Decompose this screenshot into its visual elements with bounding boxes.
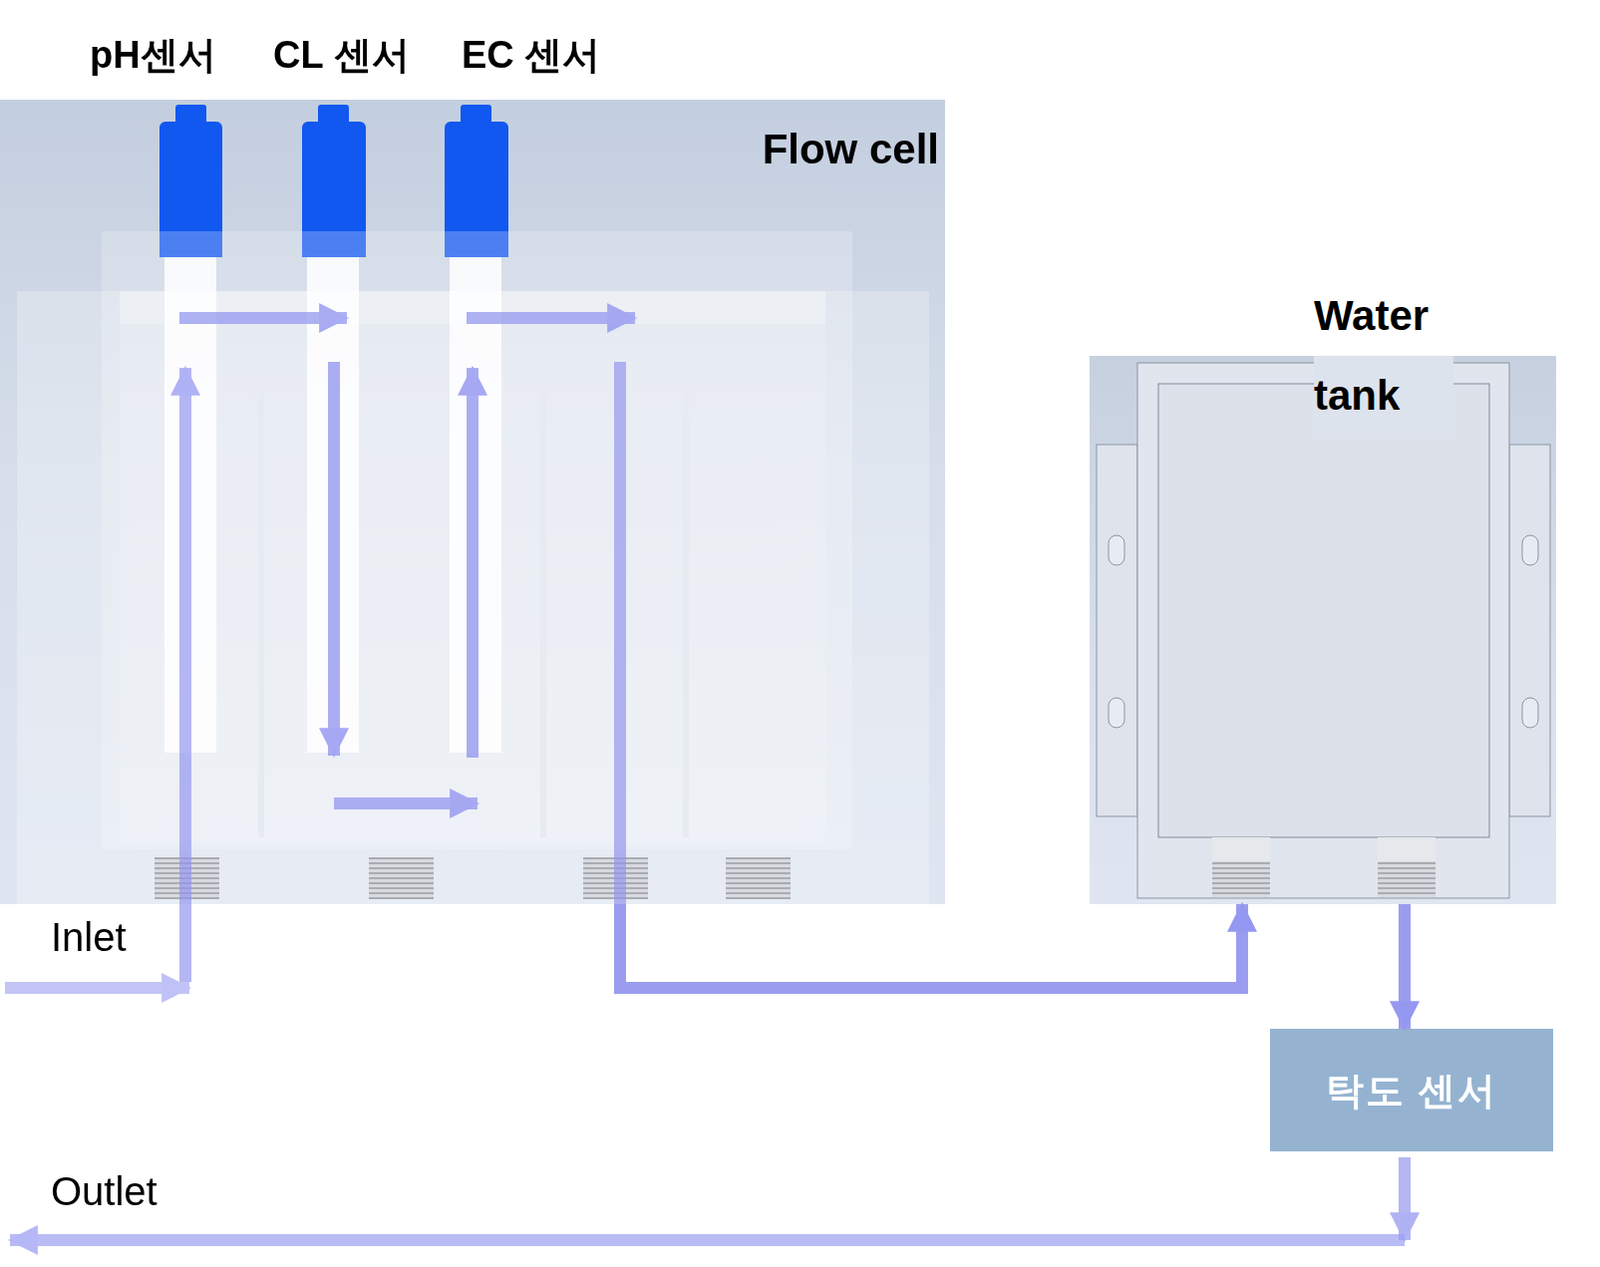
inlet-label: Inlet bbox=[50, 897, 129, 977]
sensor-label: CL 센서 bbox=[273, 31, 410, 78]
flow-cell-housing bbox=[16, 231, 930, 905]
sensor-label: pH센서 bbox=[89, 31, 217, 78]
water-tank-text: Water tank bbox=[1313, 276, 1454, 436]
flow-connector bbox=[620, 904, 1243, 988]
flow-connector bbox=[1398, 904, 1411, 1029]
water-tank-body bbox=[1096, 362, 1551, 899]
turbidity-sensor: 탁도 센서 bbox=[1270, 1028, 1554, 1152]
sensor-label: EC 센서 bbox=[461, 31, 601, 78]
turbidity-sensor-text: 탁도 센서 bbox=[1325, 1067, 1499, 1114]
flow-arrows bbox=[4, 318, 1405, 1241]
sensor-probes bbox=[159, 104, 509, 753]
water-tank: Water tank bbox=[1089, 355, 1557, 905]
flow-cell: Flow cell bbox=[0, 99, 946, 905]
outlet-label: Outlet bbox=[50, 1168, 158, 1215]
flow-cell-text: Flow cell bbox=[0, 99, 946, 175]
